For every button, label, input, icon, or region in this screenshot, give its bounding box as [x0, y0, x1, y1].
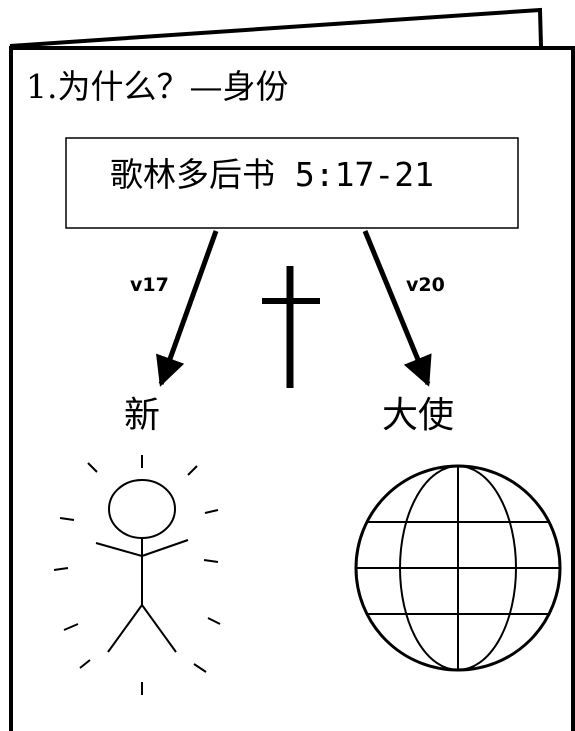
identity-label-new: 新 — [124, 395, 161, 436]
passage-reference: 歌林多后书 5:17-21 — [110, 155, 434, 194]
identity-label-ambassador: 大使 — [382, 395, 455, 436]
cross-icon — [262, 266, 320, 388]
arrow-right — [362, 230, 432, 387]
page-heading: 1.为什么？—身份 — [26, 67, 289, 106]
passage-box — [65, 137, 519, 229]
arrow-left — [156, 230, 219, 387]
globe-icon — [354, 464, 562, 672]
radiant-stick-figure-icon — [53, 455, 221, 695]
verse-label-left: v17 — [130, 274, 169, 296]
verse-label-right: v20 — [406, 274, 445, 296]
booklet-back-page — [9, 7, 543, 48]
